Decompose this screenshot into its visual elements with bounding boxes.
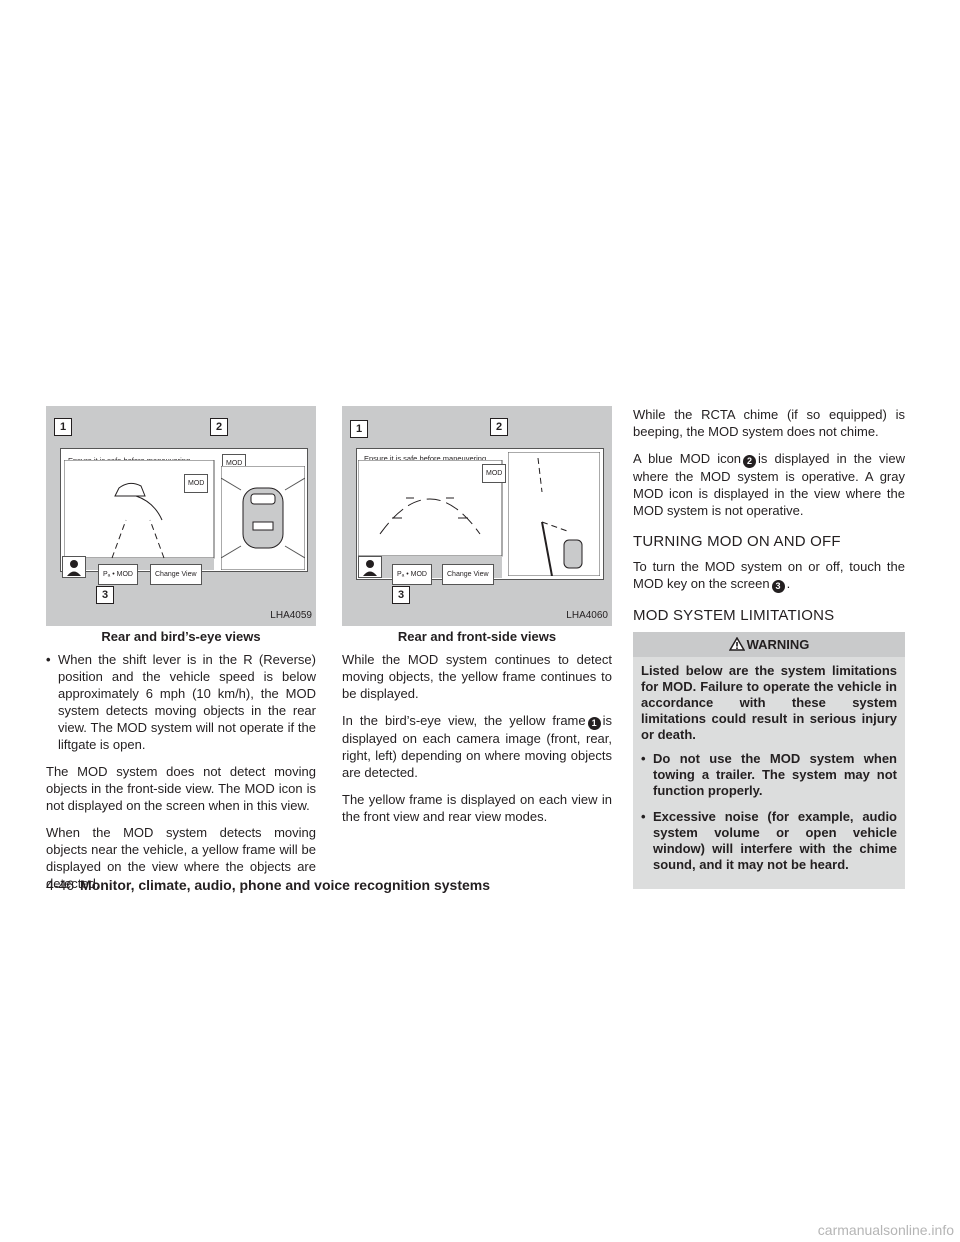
figure-caption: Rear and bird’s-eye views xyxy=(101,629,261,644)
warning-header: WARNING xyxy=(633,632,905,657)
paragraph: While the MOD system continues to detect… xyxy=(342,652,612,701)
figure-code: LHA4060 xyxy=(566,610,608,621)
warning-box: WARNING Listed below are the system limi… xyxy=(633,632,905,889)
camera-person-icon xyxy=(62,556,86,578)
bullet-text: Do not use the MOD system when towing a … xyxy=(653,751,897,798)
text-run: In the bird’s-eye view, the yellow frame xyxy=(342,713,586,728)
callout-2: 2 xyxy=(210,418,228,436)
front-side-view-image xyxy=(508,452,600,576)
callout-1: 1 xyxy=(54,418,72,436)
bullet-item: • When the shift lever is in the R (Reve… xyxy=(46,651,316,753)
callout-2: 2 xyxy=(490,418,508,436)
chapter-title: Monitor, climate, audio, phone and voice… xyxy=(80,877,490,893)
bullet-text: When the shift lever is in the R (Revers… xyxy=(58,652,316,752)
mod-icon: MOD xyxy=(482,464,507,483)
paragraph: The MOD system does not detect moving ob… xyxy=(46,764,316,813)
mod-key-button[interactable]: Pₐ • MOD xyxy=(98,564,138,585)
change-view-button[interactable]: Change View xyxy=(150,564,202,585)
column-2: 1 2 3 Ensure it is safe before maneuveri… xyxy=(342,406,612,835)
bullet-marker: • xyxy=(641,809,646,824)
mod-key-button[interactable]: Pₐ • MOD xyxy=(392,564,432,585)
change-view-button[interactable]: Change View xyxy=(442,564,494,585)
text-run: . xyxy=(786,576,791,591)
bullet-marker: • xyxy=(641,751,646,766)
bullet-marker: • xyxy=(46,652,51,667)
bullet-text: Excessive noise (for example, audio syst… xyxy=(653,809,897,872)
callout-3-ref: 3 xyxy=(771,580,785,593)
column-1: 1 2 3 Ensure it is safe before maneuveri… xyxy=(46,406,316,902)
text-run: A blue MOD icon xyxy=(633,451,742,466)
callout-3: 3 xyxy=(96,586,114,604)
paragraph: To turn the MOD system on or off, touch … xyxy=(633,558,905,593)
callout-2-ref: 2 xyxy=(743,455,757,468)
text-run: To turn the MOD system on or off, touch … xyxy=(633,559,905,591)
callout-1-ref: 1 xyxy=(587,717,601,730)
birds-eye-image xyxy=(221,466,305,570)
section-heading: TURNING MOD ON AND OFF xyxy=(633,533,841,550)
camera-person-icon xyxy=(358,556,382,578)
warning-icon xyxy=(728,636,745,651)
column-3: While the RCTA chime (if so equipped) is… xyxy=(633,406,905,889)
paragraph: When the MOD system detects moving objec… xyxy=(46,825,316,891)
paragraph: The yellow frame is displayed on each vi… xyxy=(342,792,612,824)
figure-code: LHA4059 xyxy=(270,610,312,621)
warning-title: WARNING xyxy=(746,637,810,652)
watermark: carmanualsonline.info xyxy=(817,1222,954,1238)
callout-3: 3 xyxy=(392,586,410,604)
figure-caption: Rear and front-side views xyxy=(397,629,557,644)
callout-1: 1 xyxy=(350,420,368,438)
mod-icon: MOD xyxy=(184,474,209,493)
text-run: is displayed in the view where the MOD s… xyxy=(633,451,905,518)
safety-message: Ensure it is safe before maneuvering. xyxy=(364,454,489,463)
page-number: 4-46 xyxy=(46,877,75,893)
text-run: is displayed on each camera image (front… xyxy=(342,713,612,780)
warning-bullet: • Do not use the MOD system when towing … xyxy=(641,751,897,799)
page-footer: 4-46 Monitor, climate, audio, phone and v… xyxy=(46,877,490,893)
figure-rear-birds-eye: 1 2 3 Ensure it is safe before maneuveri… xyxy=(46,406,316,626)
paragraph: In the bird’s-eye view, the yellow frame… xyxy=(342,712,612,781)
figure-rear-front-side: 1 2 3 Ensure it is safe before maneuveri… xyxy=(342,406,612,626)
paragraph: While the RCTA chime (if so equipped) is… xyxy=(633,407,905,439)
section-heading: MOD SYSTEM LIMITATIONS xyxy=(633,607,835,624)
warning-bullet: • Excessive noise (for example, audio sy… xyxy=(641,809,897,873)
warning-body: Listed below are the system limitations … xyxy=(633,657,905,873)
warning-intro: Listed below are the system limitations … xyxy=(641,663,897,742)
